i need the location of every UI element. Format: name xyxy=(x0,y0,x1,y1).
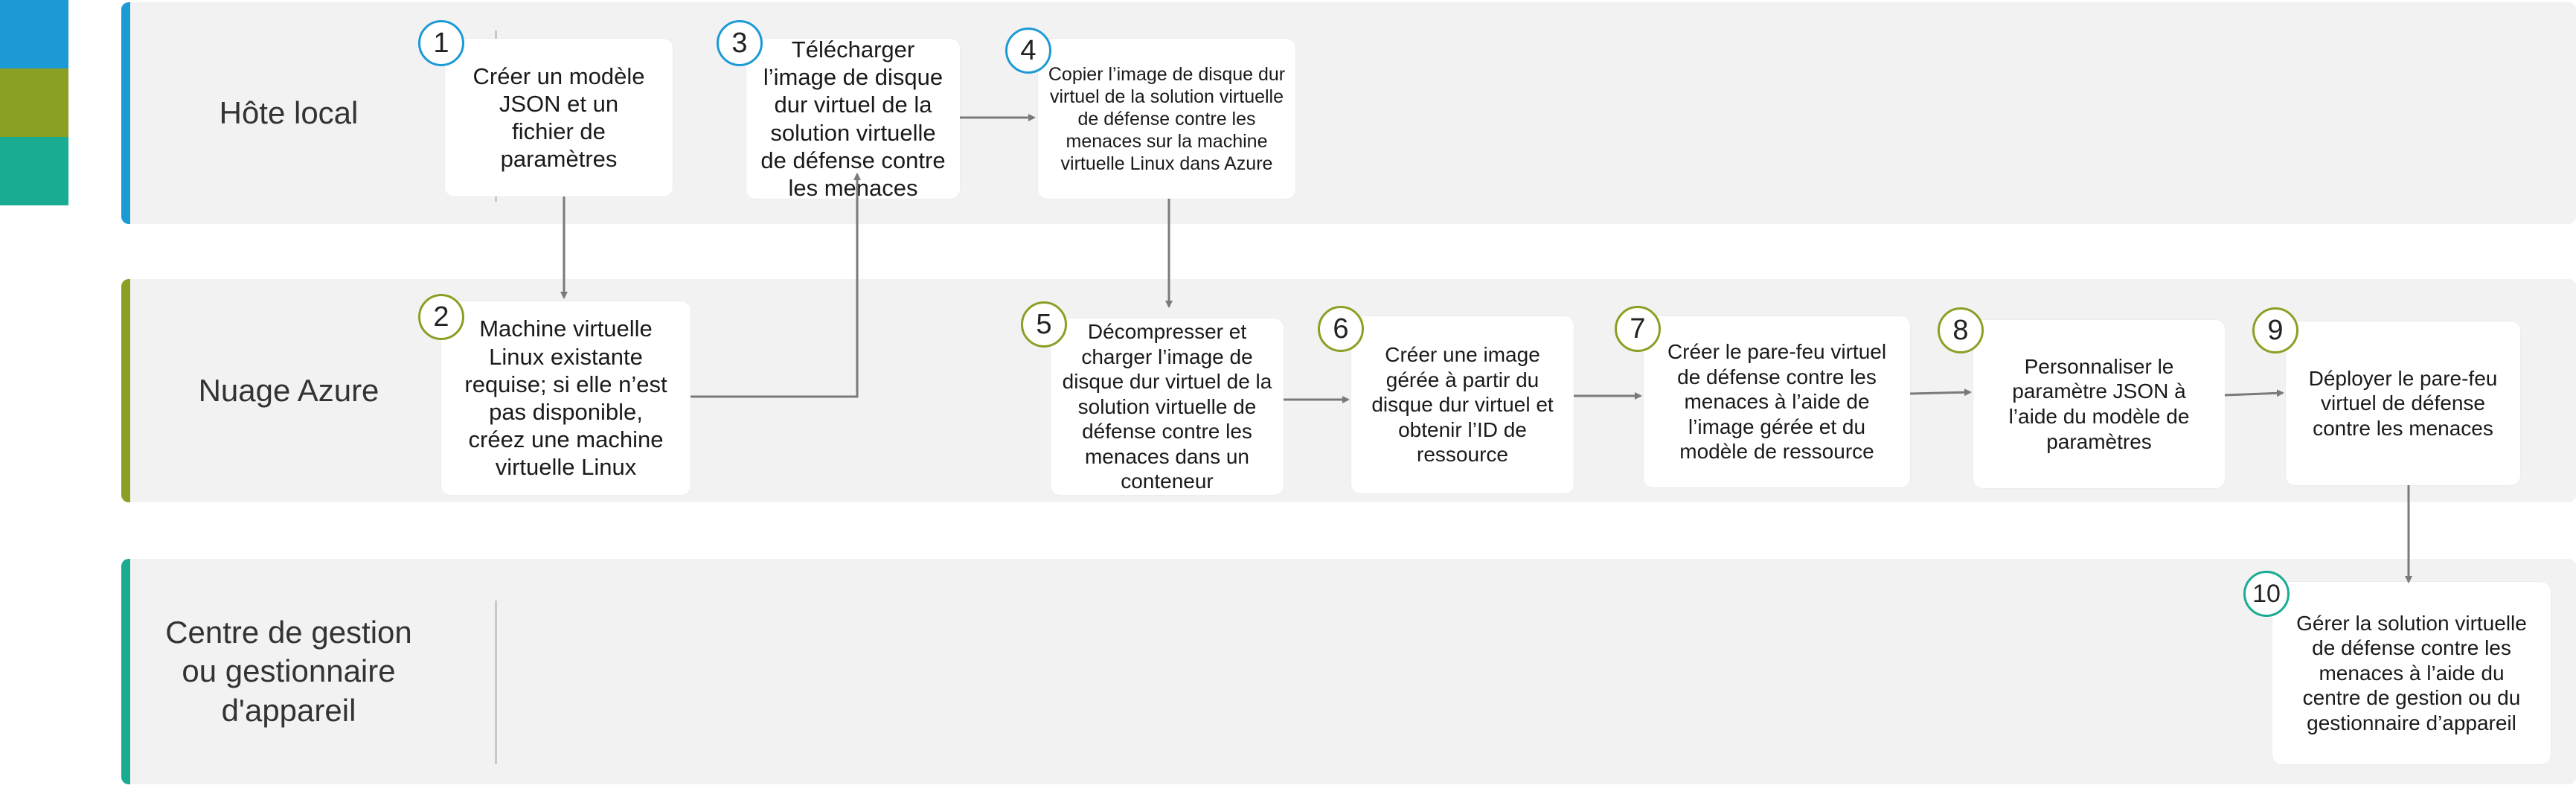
step-4-badge: 4 xyxy=(1005,28,1051,74)
step-5-badge: 5 xyxy=(1021,301,1067,348)
step-2-badge: 2 xyxy=(418,294,464,340)
step-9-box: Déployer le pare-feu virtuel de défense … xyxy=(2286,321,2520,485)
step-3-badge: 3 xyxy=(717,20,763,66)
step-6-box: Créer une image gérée à partir du disque… xyxy=(1351,316,1574,493)
step-3-box: Télécharger l’image de disque dur virtue… xyxy=(746,36,960,201)
swatch-olive xyxy=(0,68,68,137)
lane-manager-bar xyxy=(121,559,130,784)
lane-divider xyxy=(495,601,497,764)
step-7-badge: 7 xyxy=(1615,306,1661,352)
lane-azure-label: Nuage Azure xyxy=(198,372,379,408)
step-10-box: Gérer la solution virtuelle de défense c… xyxy=(2272,582,2551,764)
step-8-box: Personnaliser le paramètre JSON à l’aide… xyxy=(1973,320,2225,488)
swatch-teal xyxy=(0,137,68,205)
step-7-box: Créer le pare-feu virtuel de défense con… xyxy=(1644,316,1910,487)
lane-local-label: Hôte local xyxy=(219,95,359,130)
step-9-badge: 9 xyxy=(2252,307,2298,353)
step-2-box: Machine virtuelle Linux existante requis… xyxy=(441,301,691,495)
lane-manager-label: Centre de gestion ou gestionnaire d'appa… xyxy=(165,614,412,728)
step-10-badge: 10 xyxy=(2243,571,2290,617)
step-6-badge: 6 xyxy=(1318,306,1364,352)
step-1-badge: 1 xyxy=(418,20,464,66)
lane-azure-bar xyxy=(121,279,130,502)
swatch-blue xyxy=(0,0,68,68)
lane-local-bar xyxy=(121,2,130,224)
lane-management-center: Centre de gestion ou gestionnaire d'appa… xyxy=(121,559,2576,784)
step-4-box: Copier l’image de disque dur virtuel de … xyxy=(1038,39,1295,199)
step-8-badge: 8 xyxy=(1938,307,1984,353)
step-5-box: Décompresser et charger l’image de disqu… xyxy=(1051,318,1284,495)
step-1-box: Créer un modèle JSON et un fichier de pa… xyxy=(445,39,673,196)
